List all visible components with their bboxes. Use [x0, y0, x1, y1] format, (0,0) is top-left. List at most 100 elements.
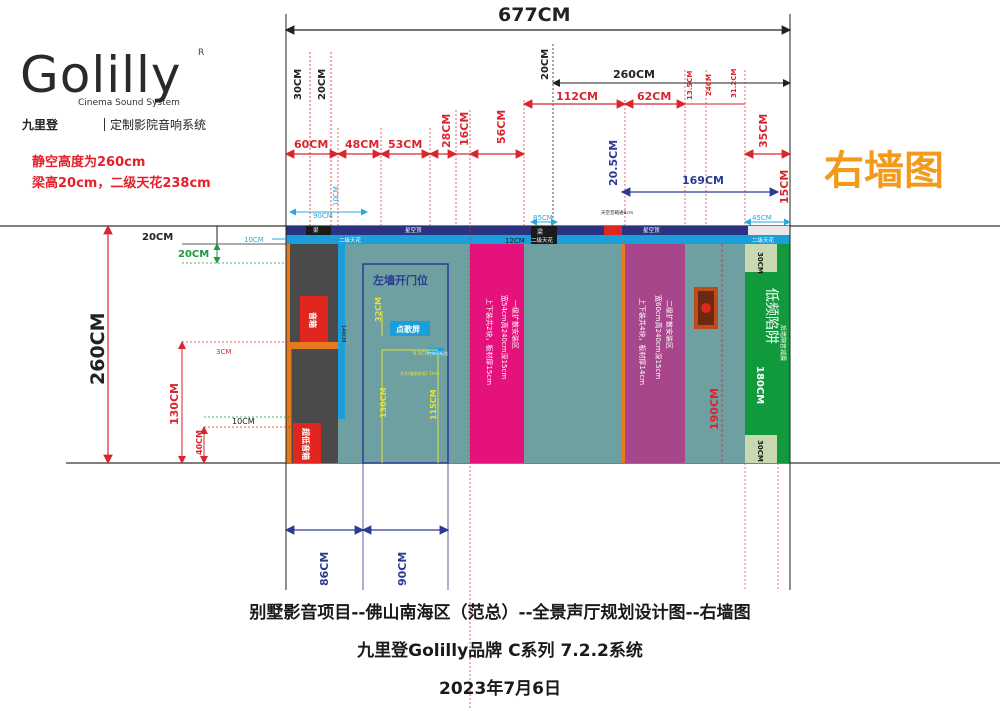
area-1-size: 宽54cm高240cm深15cm [500, 295, 509, 379]
dim-12: 12CM [505, 237, 525, 245]
front-speaker [300, 296, 328, 342]
subwoofer-box [293, 423, 321, 463]
dim-90-bottom: 90CM [396, 552, 409, 586]
dim-10-v: 10CM [332, 186, 340, 206]
secondary-ceiling-label-3: 二级天花 [752, 236, 775, 244]
dim-20-left-2: 20CM [178, 249, 209, 260]
brand-divider [104, 118, 105, 131]
recess-note: 天空音箱通8cm [601, 209, 633, 216]
control-panel [428, 348, 444, 356]
note-line-1: 静空高度为260cm [32, 155, 146, 170]
dim-112: 112CM [556, 90, 598, 103]
speaker-shelf [290, 342, 338, 348]
bass-trap-top [745, 244, 777, 272]
caption-date: 2023年7月6日 [439, 679, 561, 699]
brand-subtitle: Cinema Sound System [78, 98, 180, 108]
subwoofer-label: 超低音箱 [301, 427, 311, 460]
dim-20-5: 20.5CM [607, 140, 620, 186]
dim-16: 16CM [458, 112, 471, 146]
dim-85: 85CM [533, 214, 553, 222]
dim-40: 40CM [195, 430, 204, 455]
wall-body [286, 226, 790, 463]
brand-chinese-name: 九里登 [22, 118, 59, 132]
brand-logo: Golilly R Cinema Sound System 九里登 定制影院音响… [20, 48, 220, 138]
area-2-edge [622, 244, 625, 463]
area-2-size: 宽60cm高240cm深15cm [654, 295, 663, 379]
dim-9-5: 9.5CM [413, 351, 429, 357]
star-ceiling-label-2: 星空顶 [643, 226, 660, 234]
dim-15: 15CM [778, 170, 791, 204]
dim-31-2: 31.2CM [730, 69, 738, 98]
brand-tagline: 定制影院音响系统 [110, 118, 207, 132]
caption-system: 九里登Golilly品牌 C系列 7.2.2系统 [357, 641, 643, 661]
door-opening [362, 263, 449, 464]
dim-169: 169CM [682, 174, 724, 187]
note-line-2: 梁高20cm，二级天花238cm [32, 176, 211, 191]
dim-56: 56CM [495, 110, 508, 144]
dim-10-left: 10CM [232, 417, 255, 426]
dim-53: 53CM [388, 138, 422, 151]
dim-115: 115CM [429, 389, 438, 420]
star-ceiling-label-1: 星空顶 [405, 226, 422, 234]
ceiling-speaker-recess [604, 226, 622, 235]
dim-260h: 260CM [87, 312, 109, 385]
dim-35: 35CM [757, 114, 770, 148]
dim-180: 180CM [754, 366, 765, 404]
control-panel-label: 控制面板位 [428, 350, 448, 356]
dim-32: 32CM [374, 297, 383, 322]
dim-24: 24CM [705, 74, 713, 96]
karaoke-screen [390, 321, 430, 336]
switch-note: 开关/插座距地1.5mm [400, 370, 440, 376]
dim-86: 86CM [318, 552, 331, 586]
dim-30-bottom: 30CM [756, 440, 764, 462]
brand-wordmark: Golilly [20, 46, 182, 104]
caption-title: 别墅影音项目--佛山南海区（范总）--全景声厅规划设计图--右墙图 [249, 603, 751, 623]
dim-10-h: 10CM [244, 236, 264, 244]
speaker-label: 音箱 [308, 312, 318, 328]
door-label: 左墙开门位 [372, 273, 428, 287]
bass-trap-bottom [745, 435, 777, 463]
dim-28: 28CM [440, 114, 453, 148]
surround-speaker-driver [701, 303, 711, 313]
bass-trap-label: 低频陷阱 [763, 288, 779, 344]
dim-130-inner: 130CM [379, 387, 388, 418]
dim-20-b: 20CM [540, 49, 551, 80]
left-cyan-strip [338, 244, 345, 419]
bass-trap [745, 244, 777, 463]
secondary-ceiling-label-1: 二级天花 [339, 236, 362, 244]
rear-ceiling-light [748, 226, 790, 235]
dim-90top: 90CM [313, 212, 333, 220]
karaoke-screen-label: 点歌屏 [396, 324, 420, 334]
secondary-ceiling-label-2: 二级天花 [531, 236, 554, 244]
area-1-note: 上下装共2块，板材厚15cm [485, 298, 494, 385]
dim-62: 62CM [637, 90, 671, 103]
dim-260w: 260CM [613, 68, 655, 81]
dim-190: 190CM [708, 388, 721, 430]
dim-60: 60CM [294, 138, 328, 151]
beam-label-center: 梁 [537, 228, 543, 236]
area-2-note: 上下装共4块，板材厚14cm [638, 298, 647, 385]
dim-130-left: 130CM [168, 383, 181, 425]
area-1-label: 一级扩散安装区 [511, 300, 520, 349]
overall-dim-label: 677CM [498, 4, 571, 26]
dim-20-a: 20CM [317, 69, 328, 100]
dim-30-top: 30CM [756, 252, 764, 274]
diffuser-area-1 [470, 244, 524, 463]
dim-13-5: 13.5CM [686, 71, 694, 100]
beam-block-center [531, 226, 557, 244]
left-wall-edge [286, 244, 290, 463]
area-2-label: 二级扩散安装区 [665, 300, 674, 349]
rear-wall-strip [777, 244, 790, 463]
dim-3: 3CM [216, 348, 231, 356]
dim-48: 48CM [345, 138, 379, 151]
registered-mark: R [198, 48, 205, 58]
cyan-strip-dim: 140CM [340, 325, 346, 342]
view-title: 右墙图 [824, 148, 944, 194]
rear-wall-label: 后墙隔音减震 [779, 325, 787, 361]
height-notes: 静空高度为260cm 梁高20cm，二级天花238cm [32, 152, 211, 194]
dim-45: 45CM [752, 214, 772, 222]
dim-30: 30CM [293, 69, 304, 100]
beam-label-left: 梁 [313, 226, 319, 234]
